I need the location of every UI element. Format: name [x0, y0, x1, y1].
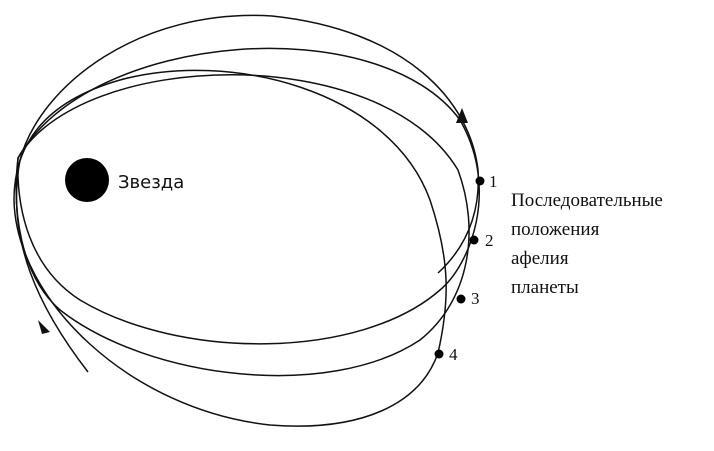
aphelion-dot-2 [469, 235, 479, 245]
aphelion-label-3: 3 [471, 289, 480, 308]
aphelion-label-2: 2 [485, 231, 494, 250]
caption-line-3: афелия [511, 248, 569, 269]
star-disc [65, 158, 109, 202]
orbit-3 [15, 74, 470, 377]
caption-line-1: Последовательные [511, 190, 663, 211]
aphelion-label-4: 4 [449, 345, 458, 364]
caption-line-4: планеты [511, 277, 579, 298]
aphelion-dot-3 [456, 294, 466, 304]
arrow-up-icon [456, 108, 468, 123]
arrow-down-icon [38, 320, 50, 334]
star-label: Звезда [118, 172, 184, 193]
aphelion-dot-1 [475, 176, 485, 186]
aphelion-label-1: 1 [489, 172, 498, 191]
aphelion-dot-4 [434, 349, 444, 359]
aphelion-caption: Последовательные положения афелия планет… [511, 190, 663, 298]
aphelion-markers: 1 2 3 4 [434, 172, 498, 364]
caption-line-2: положения [511, 219, 600, 240]
orbit-4 [13, 69, 447, 427]
orbits [13, 14, 481, 427]
